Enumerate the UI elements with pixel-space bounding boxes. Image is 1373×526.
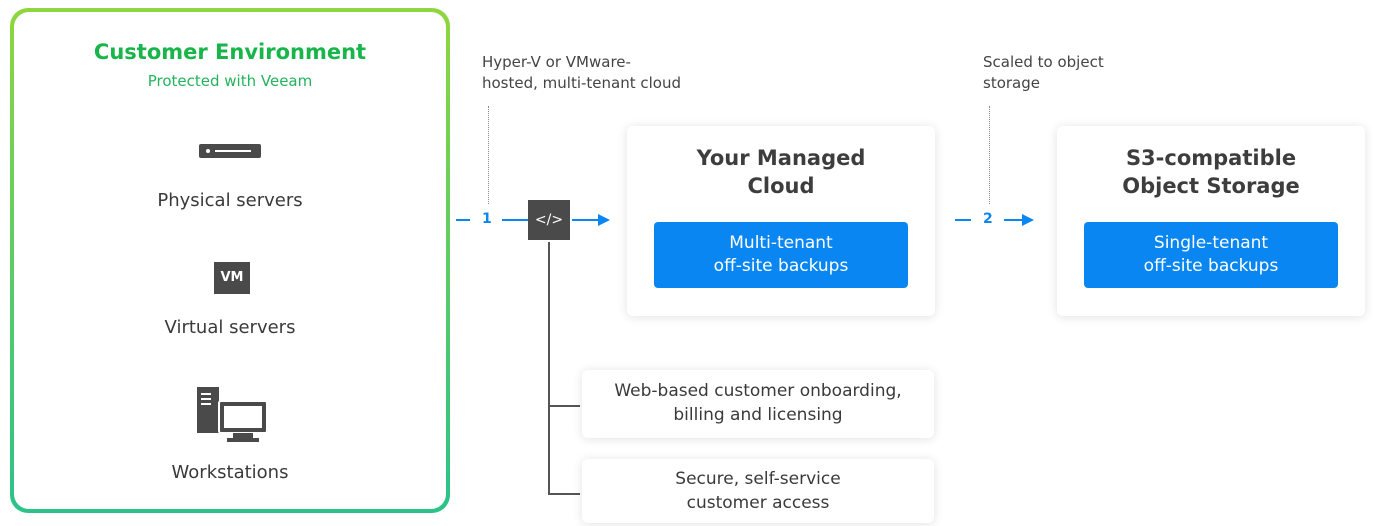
portal-connector-line <box>548 405 580 407</box>
portal-connector-line <box>548 493 580 495</box>
connector-line <box>1004 219 1024 221</box>
workstations-label: Workstations <box>171 462 289 483</box>
connector-line <box>572 219 600 221</box>
connector-line <box>502 219 528 221</box>
step-1-note: Hyper-V or VMware- hosted, multi-tenant … <box>482 53 681 92</box>
single-tenant-backups-box: Single-tenant off-site backups <box>1084 222 1338 288</box>
physical-servers-label: Physical servers <box>157 190 303 211</box>
connector-line <box>456 219 470 221</box>
managed-cloud-title: Your Managed Cloud <box>696 146 866 198</box>
code-icon: </> <box>528 200 570 240</box>
connector-line <box>955 219 971 221</box>
portal-feature-onboarding: Web-based customer onboarding, billing a… <box>582 370 934 438</box>
step-1-leader <box>488 106 489 204</box>
arrow-right-icon <box>1022 214 1034 226</box>
virtual-servers-label: Virtual servers <box>164 317 296 338</box>
object-storage-card: S3-compatible Object Storage Single-tena… <box>1057 126 1365 316</box>
workstation-icon <box>197 387 268 442</box>
customer-environment-title: Customer Environment <box>93 40 367 64</box>
step-2-number: 2 <box>983 211 993 227</box>
portal-feature-access: Secure, self-service customer access <box>582 459 934 523</box>
step-2-leader <box>989 106 990 204</box>
step-2-note: Scaled to object storage <box>983 53 1104 92</box>
object-storage-title: S3-compatible Object Storage <box>1122 146 1300 198</box>
multi-tenant-backups-box: Multi-tenant off-site backups <box>654 222 908 288</box>
customer-environment-subtitle: Protected with Veeam <box>147 72 313 90</box>
managed-cloud-card: Your Managed Cloud Multi-tenant off-site… <box>627 126 935 316</box>
arrow-right-icon <box>598 214 610 226</box>
step-1-number: 1 <box>482 211 492 227</box>
customer-environment-panel: Customer Environment Protected with Veea… <box>10 8 450 513</box>
portal-connector-line <box>548 242 550 494</box>
vm-icon: VM <box>214 262 250 294</box>
server-icon <box>199 144 261 158</box>
